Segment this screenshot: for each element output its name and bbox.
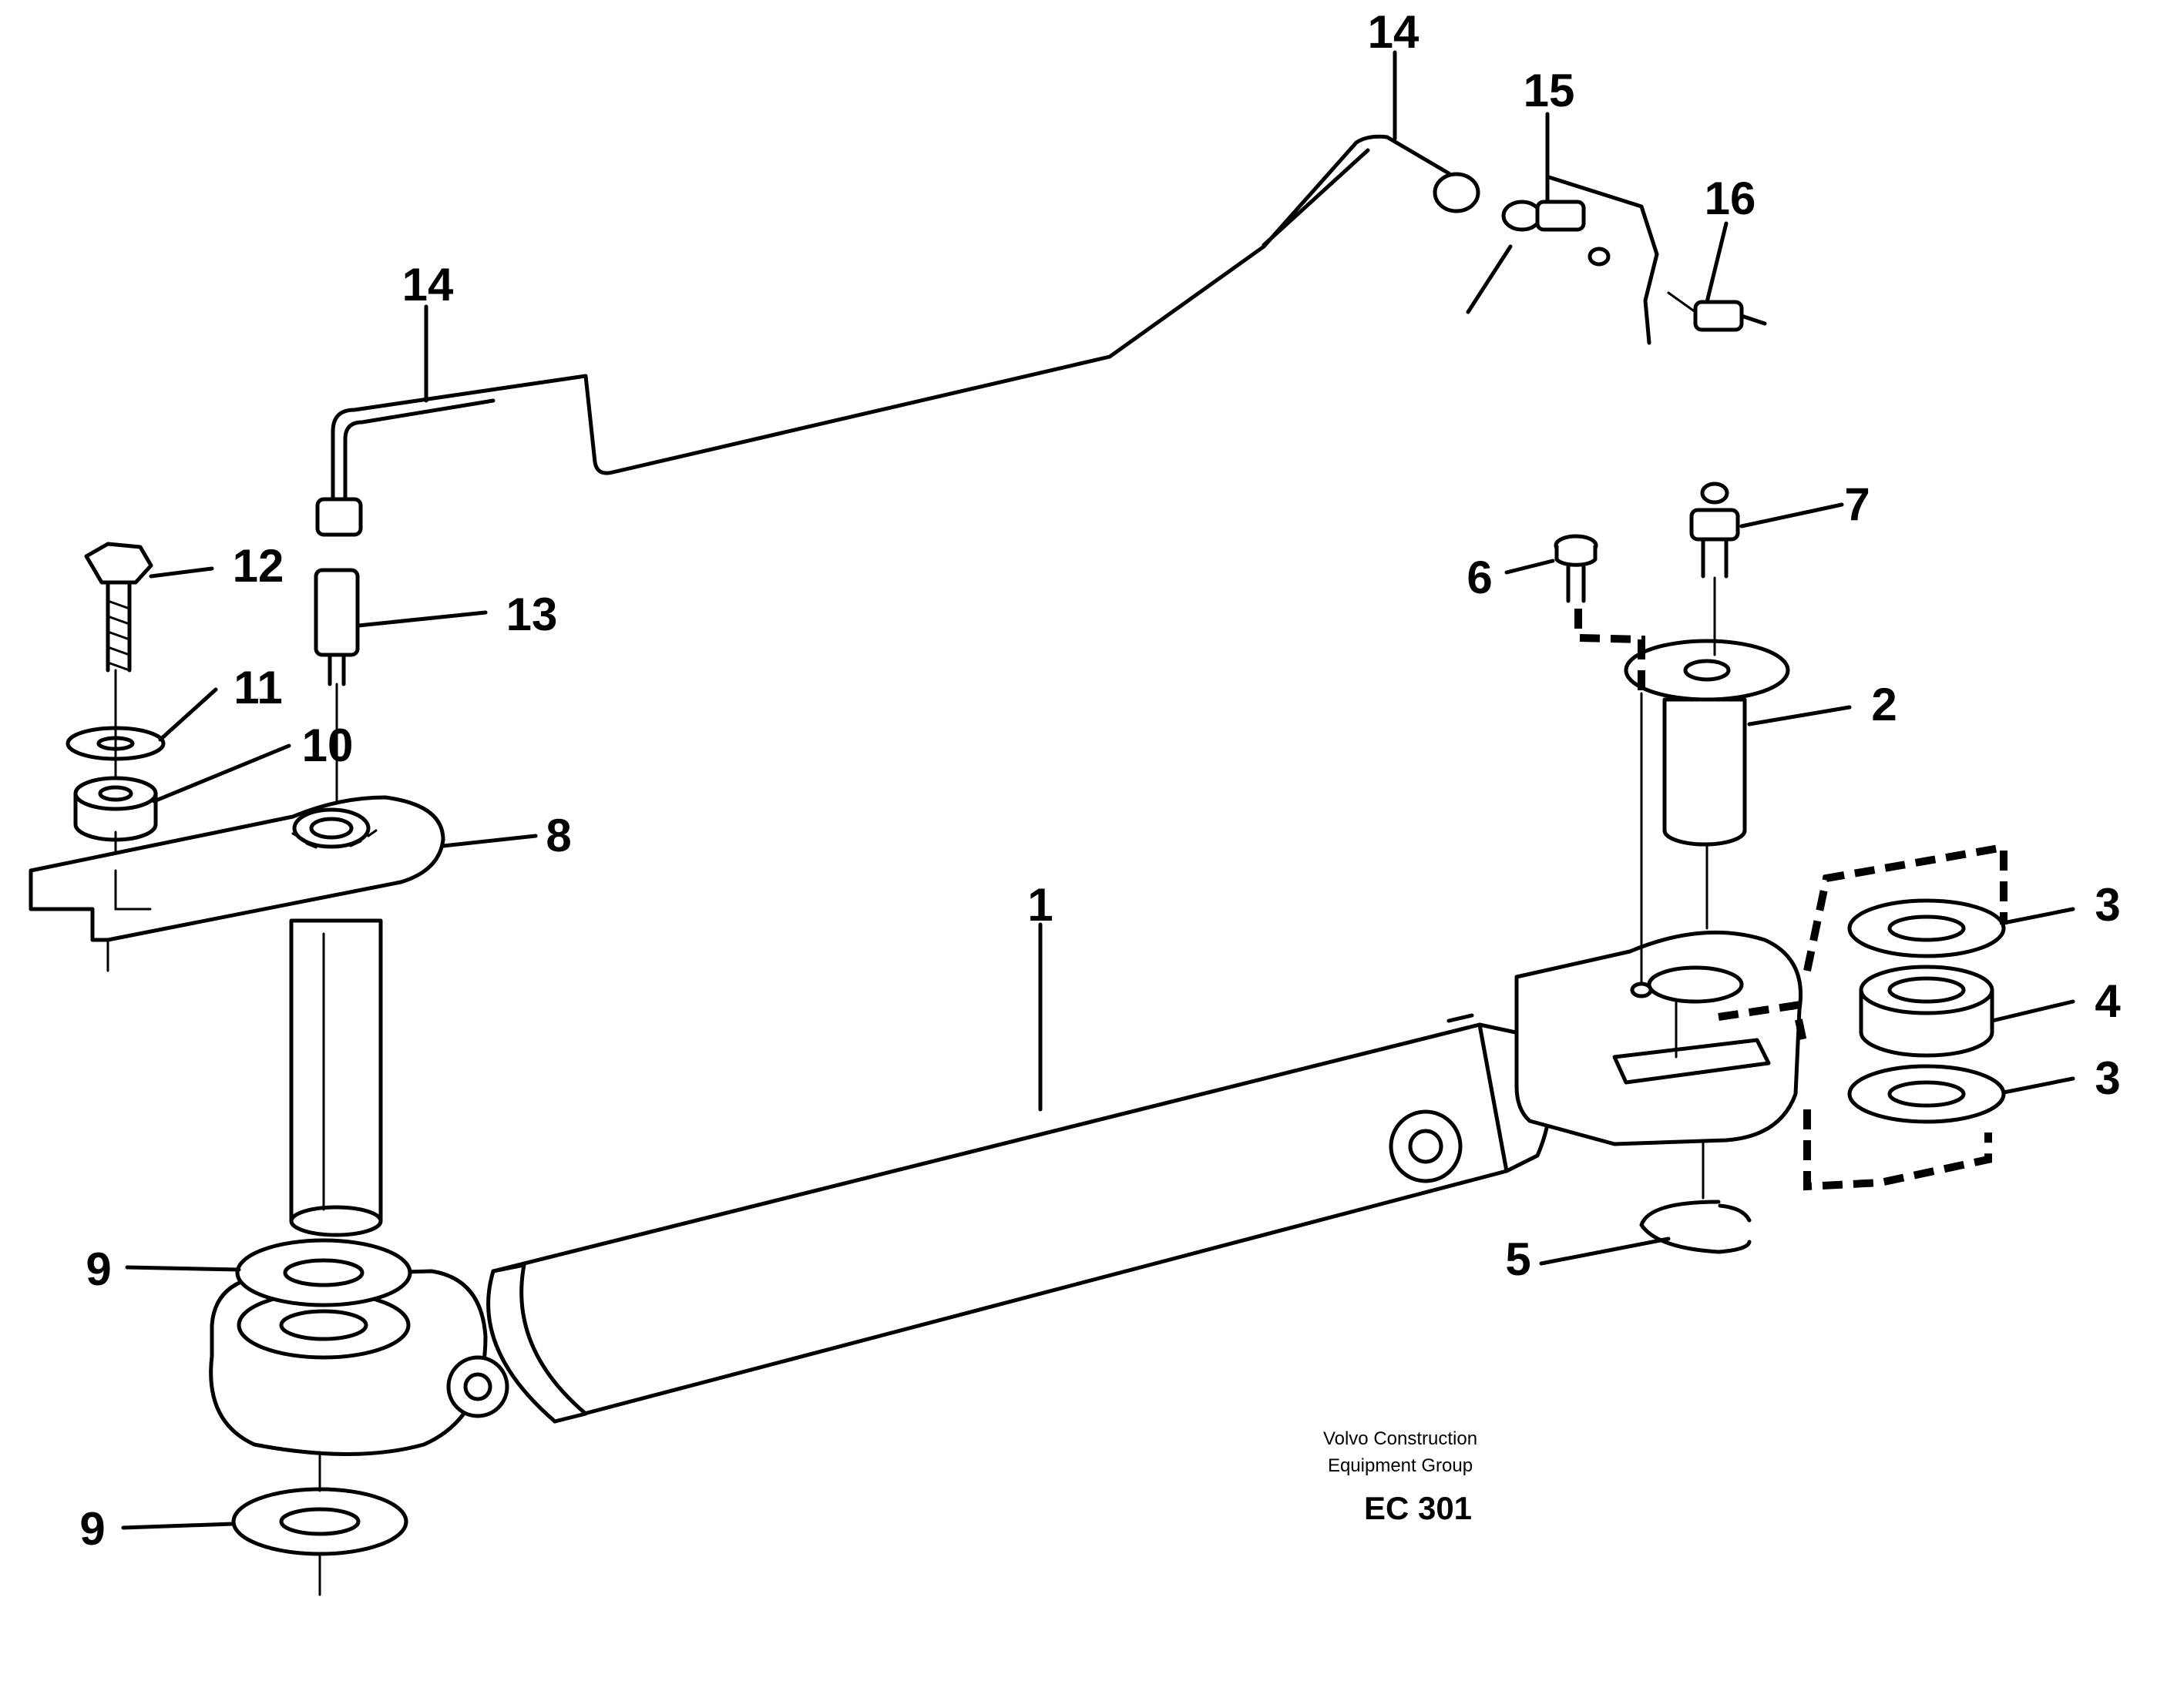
bearing-washer-3-lower — [1847, 1064, 2006, 1124]
callout-15: 15 — [1524, 65, 1575, 116]
clevis-fork — [1514, 930, 1803, 1146]
callout-14-top: 14 — [1368, 6, 1420, 58]
spacer-10 — [73, 776, 158, 842]
caption-line-1: Volvo Construction — [1323, 1428, 1477, 1449]
caption-line-2: Equipment Group — [1328, 1455, 1473, 1476]
lubrication-tube — [315, 134, 1480, 537]
spherical-bearing-4 — [1859, 965, 1994, 1058]
bearing-washer-3-upper — [1847, 898, 2006, 958]
drawing-code: EC 301 — [1364, 1490, 1472, 1526]
callout-11: 11 — [234, 662, 282, 713]
cylinder-eye — [209, 1269, 509, 1456]
nipple-adapter — [1466, 175, 1659, 345]
lever-plate-8 — [29, 795, 445, 972]
callout-8: 8 — [546, 810, 571, 861]
bearing-group-bracket — [1803, 843, 2007, 1191]
callout-14-left: 14 — [402, 259, 454, 310]
fitting-13 — [314, 568, 360, 810]
callout-6: 6 — [1467, 552, 1492, 603]
pin-2 — [1624, 639, 1790, 930]
grease-nipple-7 — [1689, 482, 1740, 656]
washer-9-lower — [231, 1451, 408, 1596]
callout-9-upper: 9 — [86, 1243, 111, 1295]
callout-2: 2 — [1871, 679, 1897, 730]
screw-12 — [84, 542, 153, 673]
pin-shaft — [289, 918, 383, 1237]
bearing-hidden-edge — [1718, 1001, 1807, 1043]
leader-lines — [121, 50, 2075, 1530]
callout-5: 5 — [1505, 1233, 1530, 1285]
callout-3-upper: 3 — [2095, 879, 2120, 931]
circlip-5 — [1639, 1139, 1752, 1254]
callout-9-lower: 9 — [79, 1503, 105, 1555]
callout-16: 16 — [1705, 173, 1756, 224]
callout-13: 13 — [506, 589, 558, 640]
callout-4: 4 — [2095, 975, 2121, 1027]
callout-1: 1 — [1027, 879, 1053, 931]
callout-3-lower: 3 — [2095, 1052, 2120, 1104]
callout-12: 12 — [233, 540, 284, 592]
washer-9-upper — [235, 1238, 412, 1307]
callout-10: 10 — [302, 720, 354, 771]
hydraulic-cylinder-1 — [486, 1013, 1552, 1424]
screw-6 — [1554, 534, 1645, 693]
grease-nipple-16 — [1667, 291, 1767, 332]
callout-7: 7 — [1844, 478, 1870, 530]
